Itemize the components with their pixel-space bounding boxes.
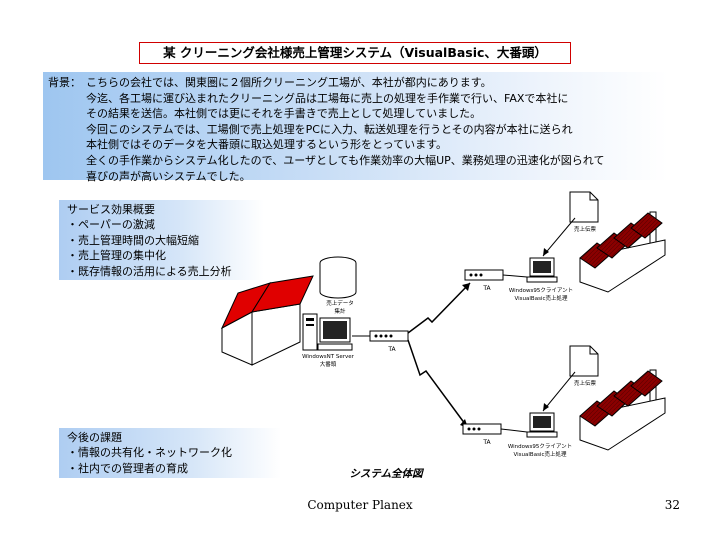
background-text: こちらの会社では、関東圏に２個所クリーニング工場が、本社が都内にあります。 今迄…	[86, 75, 604, 184]
server-label-1: WindowsNT Server	[302, 354, 355, 360]
database-icon	[319, 256, 357, 299]
client-top-label-1: Windows95クライアント	[509, 287, 573, 294]
db-label-1: 売上データ	[326, 299, 354, 307]
client-top-label-2: VisualBasic売上処理	[515, 294, 568, 302]
background-line: こちらの会社では、関東圏に２個所クリーニング工場が、本社が都内にあります。	[86, 76, 492, 89]
effects-item: ・売上管理の集中化	[67, 249, 166, 263]
modem-icon	[464, 269, 504, 281]
effects-item: ・ペーパーの激減	[67, 218, 155, 232]
ta-label-bottom: TA	[482, 439, 491, 446]
background-line: 今迄、各工場に運び込まれたクリーニング品は工場毎に売上の処理を手作業で行い、FA…	[86, 91, 569, 105]
client-pc-icon	[526, 257, 558, 283]
modem-icon	[462, 423, 502, 435]
background-line: その結果を送信。本社側では更にそれを手書きで売上として処理していました。	[86, 107, 482, 121]
background-line: 今回このシステムでは、工場側で売上処理をPCに入力、転送処理を行うとその内容が本…	[86, 122, 573, 136]
flow-arrow	[542, 217, 576, 257]
arrow-head	[462, 283, 470, 291]
ta-label-top: TA	[482, 285, 491, 292]
client-pc-icon	[526, 412, 558, 438]
document-icon	[569, 345, 599, 377]
modem-icon	[369, 330, 409, 342]
factory-bottom-building	[579, 369, 666, 451]
client-bottom-label-1: Windows95クライアント	[508, 443, 572, 450]
db-label-2: 集計	[334, 307, 346, 315]
background-line: 全くの手作業からシステム化したので、ユーザとしても作業効率の大幅UP、業務処理の…	[86, 153, 605, 167]
issues-panel: 今後の課題 ・情報の共有化・ネットワーク化 ・社内での管理者の育成	[59, 428, 281, 478]
flow-arrow	[542, 371, 576, 412]
slip-label-top: 売上伝票	[574, 225, 597, 233]
effects-item: ・売上管理時間の大幅短縮	[67, 233, 199, 247]
effects-item: ・既存情報の活用による売上分析	[67, 264, 232, 278]
issues-item: ・情報の共有化・ネットワーク化	[67, 446, 232, 460]
ta-label-hq: TA	[387, 346, 396, 353]
background-line: 喜びの声が高いシステムでした。	[86, 169, 251, 183]
server-label-2: 大番頭	[320, 360, 337, 368]
footer-company: Computer Planex	[307, 498, 413, 512]
lightning-link-bottom	[407, 339, 469, 429]
diagram-caption: システム全体図	[349, 468, 423, 480]
document-icon	[569, 191, 599, 223]
headquarters-building	[220, 275, 314, 366]
background-label: 背景：	[48, 76, 81, 89]
server-icon	[302, 313, 353, 351]
page-title: 某 クリーニング会社様売上管理システム（VisualBasic、大番頭）	[139, 42, 571, 64]
effects-panel: サービス効果概要 ・ペーパーの激減 ・売上管理時間の大幅短縮 ・売上管理の集中化…	[59, 200, 264, 280]
factory-top-building	[579, 211, 666, 293]
issues-heading: 今後の課題	[67, 431, 122, 444]
client-bottom-label-2: VisualBasic売上処理	[514, 450, 567, 458]
slip-label-bottom: 売上伝票	[574, 379, 597, 387]
page-number: 32	[664, 498, 680, 512]
issues-item: ・社内での管理者の育成	[67, 461, 188, 475]
background-line: 本社側ではそのデータを大番頭に取込処理するという形をとっています。	[86, 138, 448, 152]
lightning-link-top	[407, 282, 471, 334]
effects-heading: サービス効果概要	[67, 203, 155, 216]
background-panel: 背景： こちらの会社では、関東圏に２個所クリーニング工場が、本社が都内にあります…	[43, 72, 668, 183]
